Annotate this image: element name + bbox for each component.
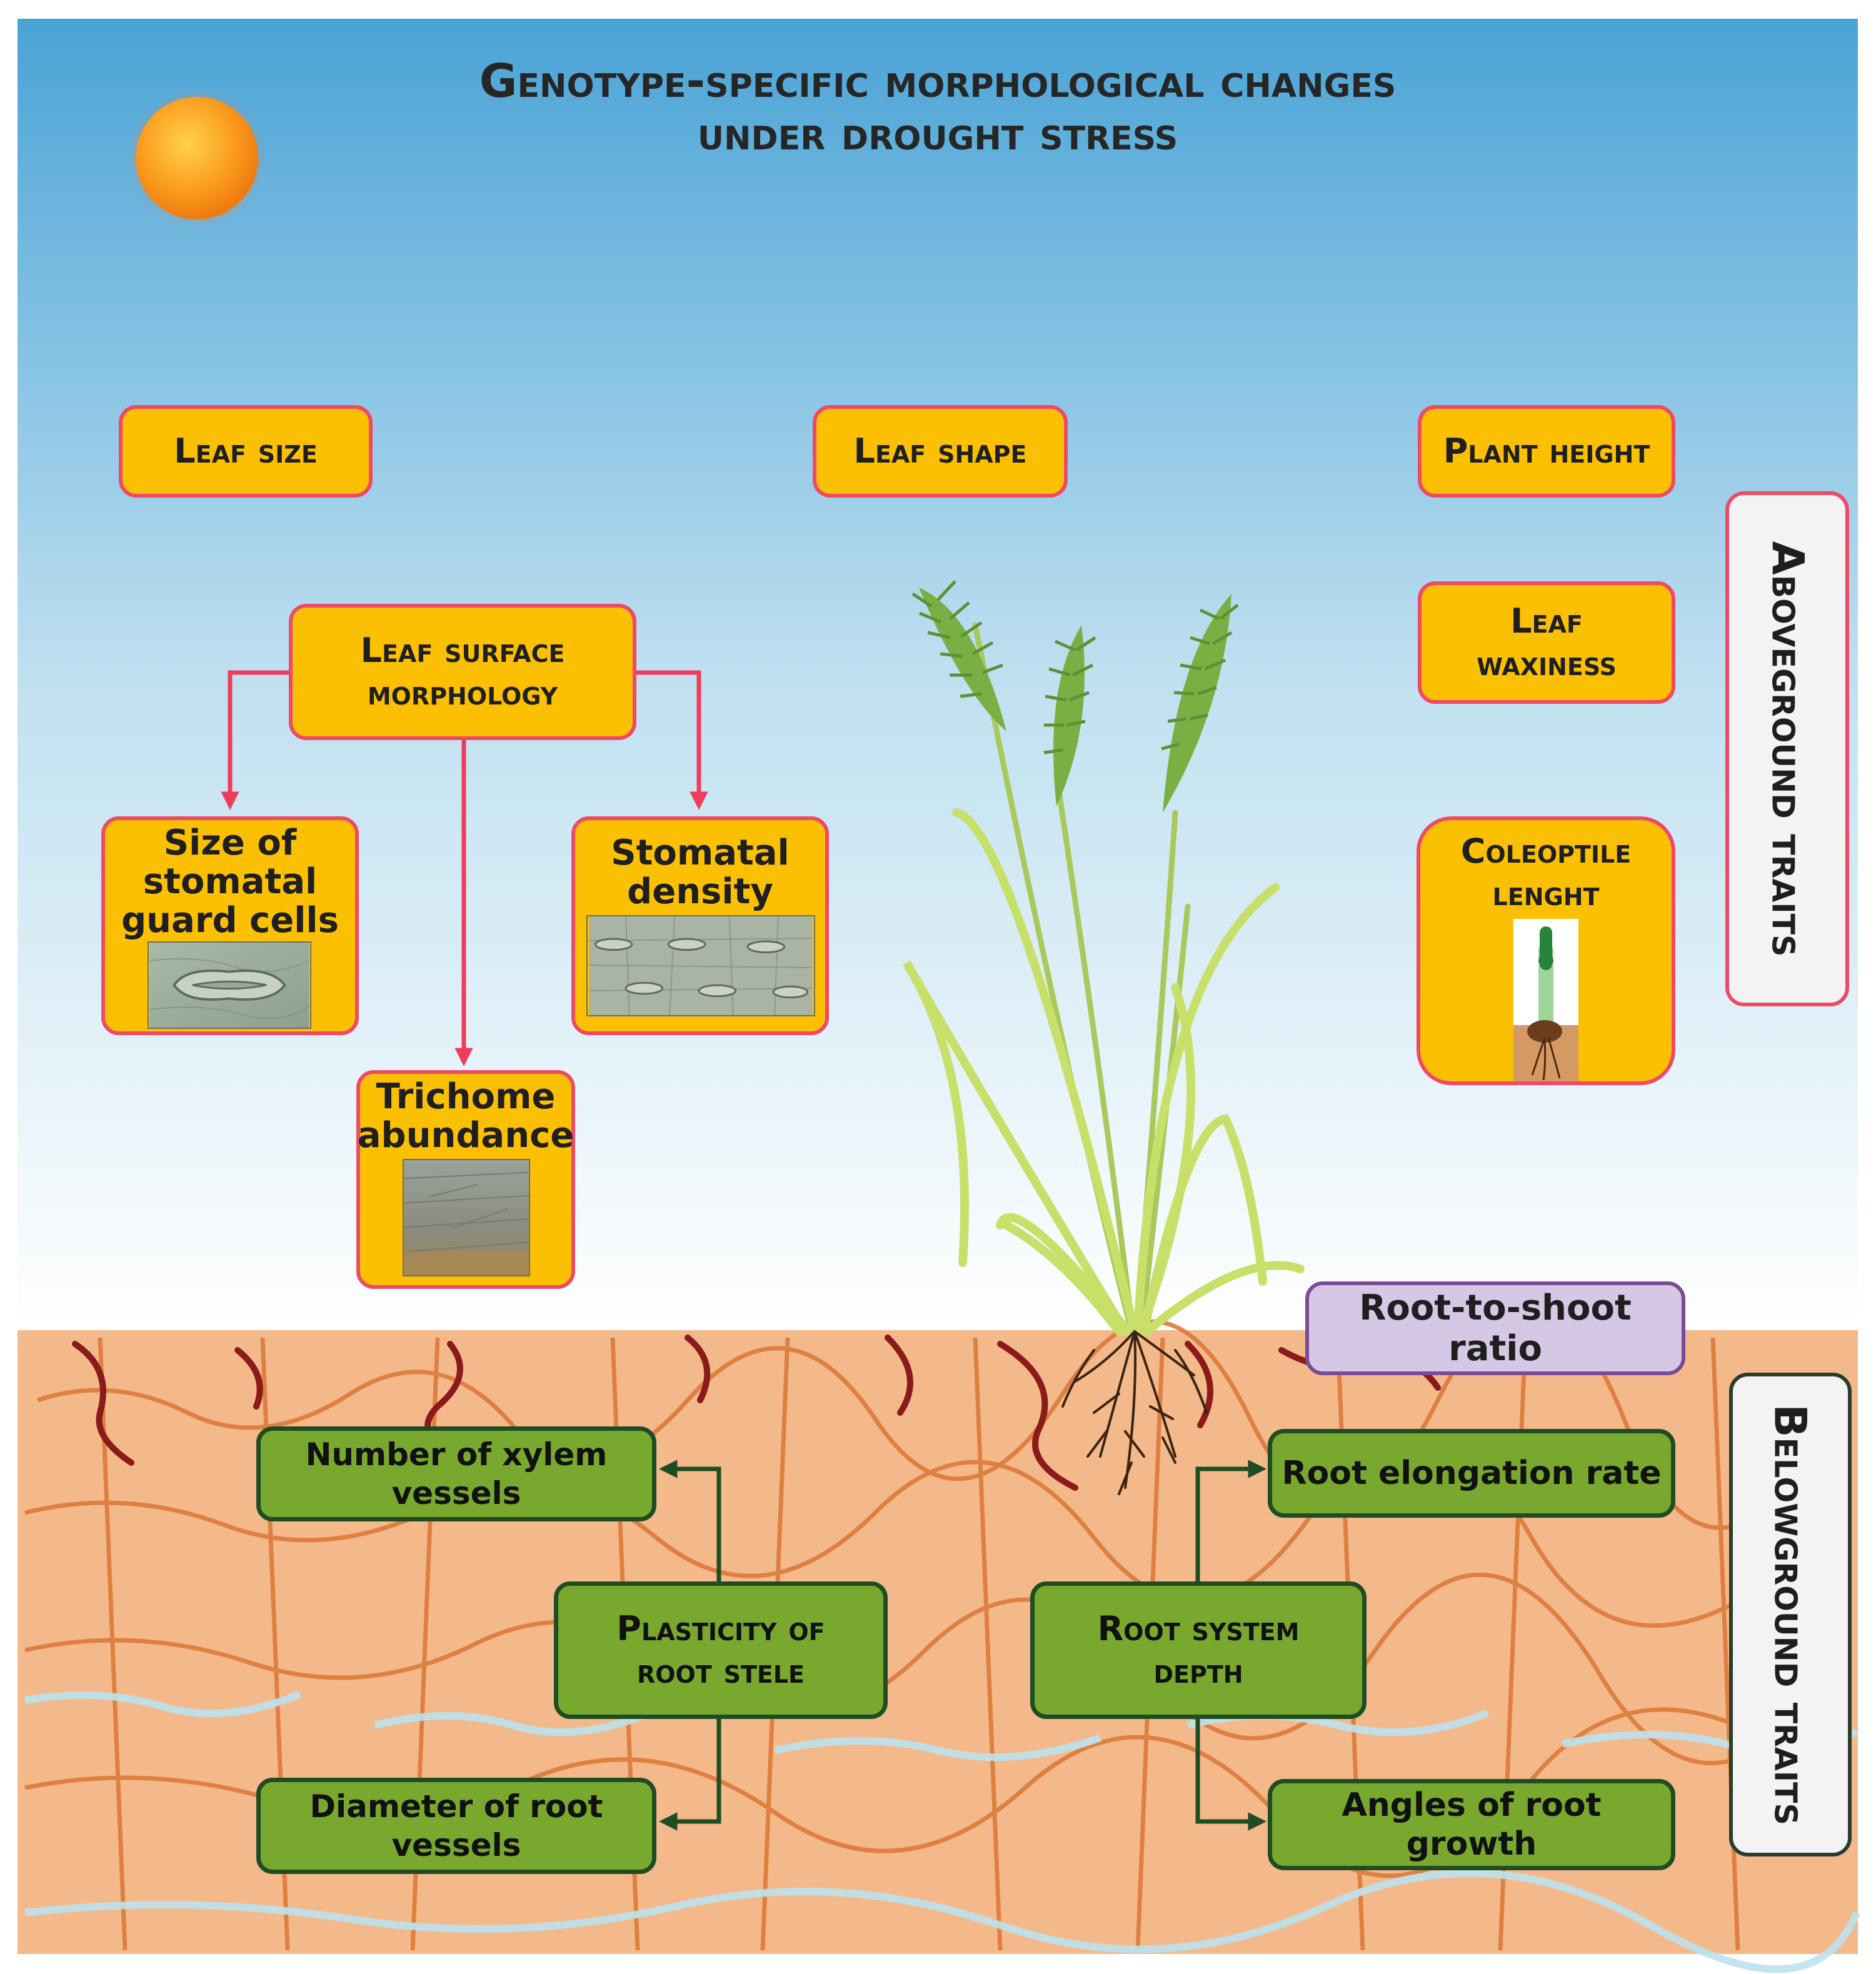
- belowground-traits-label: Belowground traits: [1765, 1404, 1817, 1825]
- stomatal-density-micrograph: [586, 915, 815, 1016]
- leaf-shape-box: Leaf shape: [813, 405, 1068, 498]
- diagram-title: Genotype-specific morphological changes …: [313, 55, 1563, 160]
- xylem-vessels-line-1: Number of xylem: [305, 1436, 608, 1473]
- root-stele-line-2: root stele: [636, 1651, 805, 1691]
- plant-height-label: Plant height: [1443, 431, 1650, 471]
- root-to-shoot-ratio-box: Root-to-shoot ratio: [1305, 1281, 1685, 1375]
- guard-cell-micrograph: [148, 941, 311, 1029]
- wheat-plant-icon: [902, 580, 1305, 1336]
- root-vessel-diameter-box: Diameter of root vessels: [256, 1778, 656, 1874]
- stomatal-guard-cells-line-3: guard cells: [121, 900, 339, 941]
- sun-icon: [127, 88, 267, 228]
- root-stele-line-1: Plasticity of: [616, 1609, 825, 1648]
- coleoptile-length-box: Coleoptile lenght: [1417, 816, 1675, 1085]
- stomatal-guard-cells-line-2: stomatal: [143, 861, 318, 902]
- belowground-traits-panel: Belowground traits: [1729, 1373, 1852, 1856]
- coleoptile-seedling-icon: [1513, 919, 1578, 1081]
- aboveground-arrows: [221, 670, 708, 1066]
- root-growth-angles-box: Angles of root growth: [1268, 1779, 1675, 1870]
- root-elongation-rate-box: Root elongation rate: [1268, 1429, 1675, 1518]
- leaf-shape-label: Leaf shape: [853, 431, 1027, 471]
- root-system-depth-line-1: Root system: [1097, 1609, 1300, 1648]
- stomatal-density-line-2: density: [627, 871, 773, 912]
- xylem-vessels-line-2: vessels: [391, 1475, 521, 1511]
- plant-height-box: Plant height: [1418, 405, 1675, 498]
- leaf-surface-morphology-box: Leaf surface morphology: [289, 604, 636, 740]
- aboveground-traits-label: Aboveground traits: [1762, 541, 1813, 957]
- leaf-size-label: Leaf size: [174, 431, 318, 471]
- leaf-size-box: Leaf size: [119, 405, 373, 498]
- root-to-shoot-ratio-label: Root-to-shoot ratio: [1359, 1288, 1632, 1369]
- leaf-surface-morphology-line-2: morphology: [367, 673, 558, 713]
- leaf-surface-morphology-line-1: Leaf surface: [360, 631, 565, 670]
- leaf-waxiness-line-1: Leaf: [1510, 601, 1583, 641]
- root-stele-box: Plasticity of root stele: [554, 1581, 888, 1719]
- trichome-abundance-line-1: Trichome: [376, 1076, 556, 1117]
- coleoptile-length-line-1: Coleoptile: [1460, 831, 1632, 871]
- root-vessel-diameter-line-1: Diameter of root: [309, 1788, 603, 1825]
- aboveground-traits-panel: Aboveground traits: [1725, 491, 1849, 1006]
- title-line-2: under drought stress: [697, 107, 1178, 161]
- leaf-waxiness-line-2: waxiness: [1477, 644, 1617, 683]
- root-system-depth-box: Root system depth: [1030, 1581, 1367, 1719]
- stomatal-guard-cells-line-1: Size of: [163, 823, 297, 863]
- root-vessel-diameter-line-2: vessels: [391, 1827, 521, 1863]
- root-growth-angles-label: Angles of root growth: [1342, 1786, 1602, 1863]
- stomatal-density-line-1: Stomatal: [611, 833, 790, 873]
- leaf-waxiness-box: Leaf waxiness: [1418, 581, 1675, 704]
- root-system-depth-line-2: depth: [1153, 1651, 1243, 1691]
- coleoptile-length-line-2: lenght: [1492, 874, 1600, 913]
- xylem-vessels-box: Number of xylem vessels: [256, 1426, 656, 1521]
- root-elongation-rate-label: Root elongation rate: [1282, 1455, 1662, 1492]
- title-line-1: Genotype-specific morphological changes: [479, 54, 1397, 108]
- plant-roots-icon: [1061, 1330, 1208, 1495]
- trichome-abundance-line-2: abundance: [357, 1115, 574, 1156]
- belowground-arrows: [659, 1460, 1267, 1831]
- trichome-micrograph: [403, 1159, 530, 1276]
